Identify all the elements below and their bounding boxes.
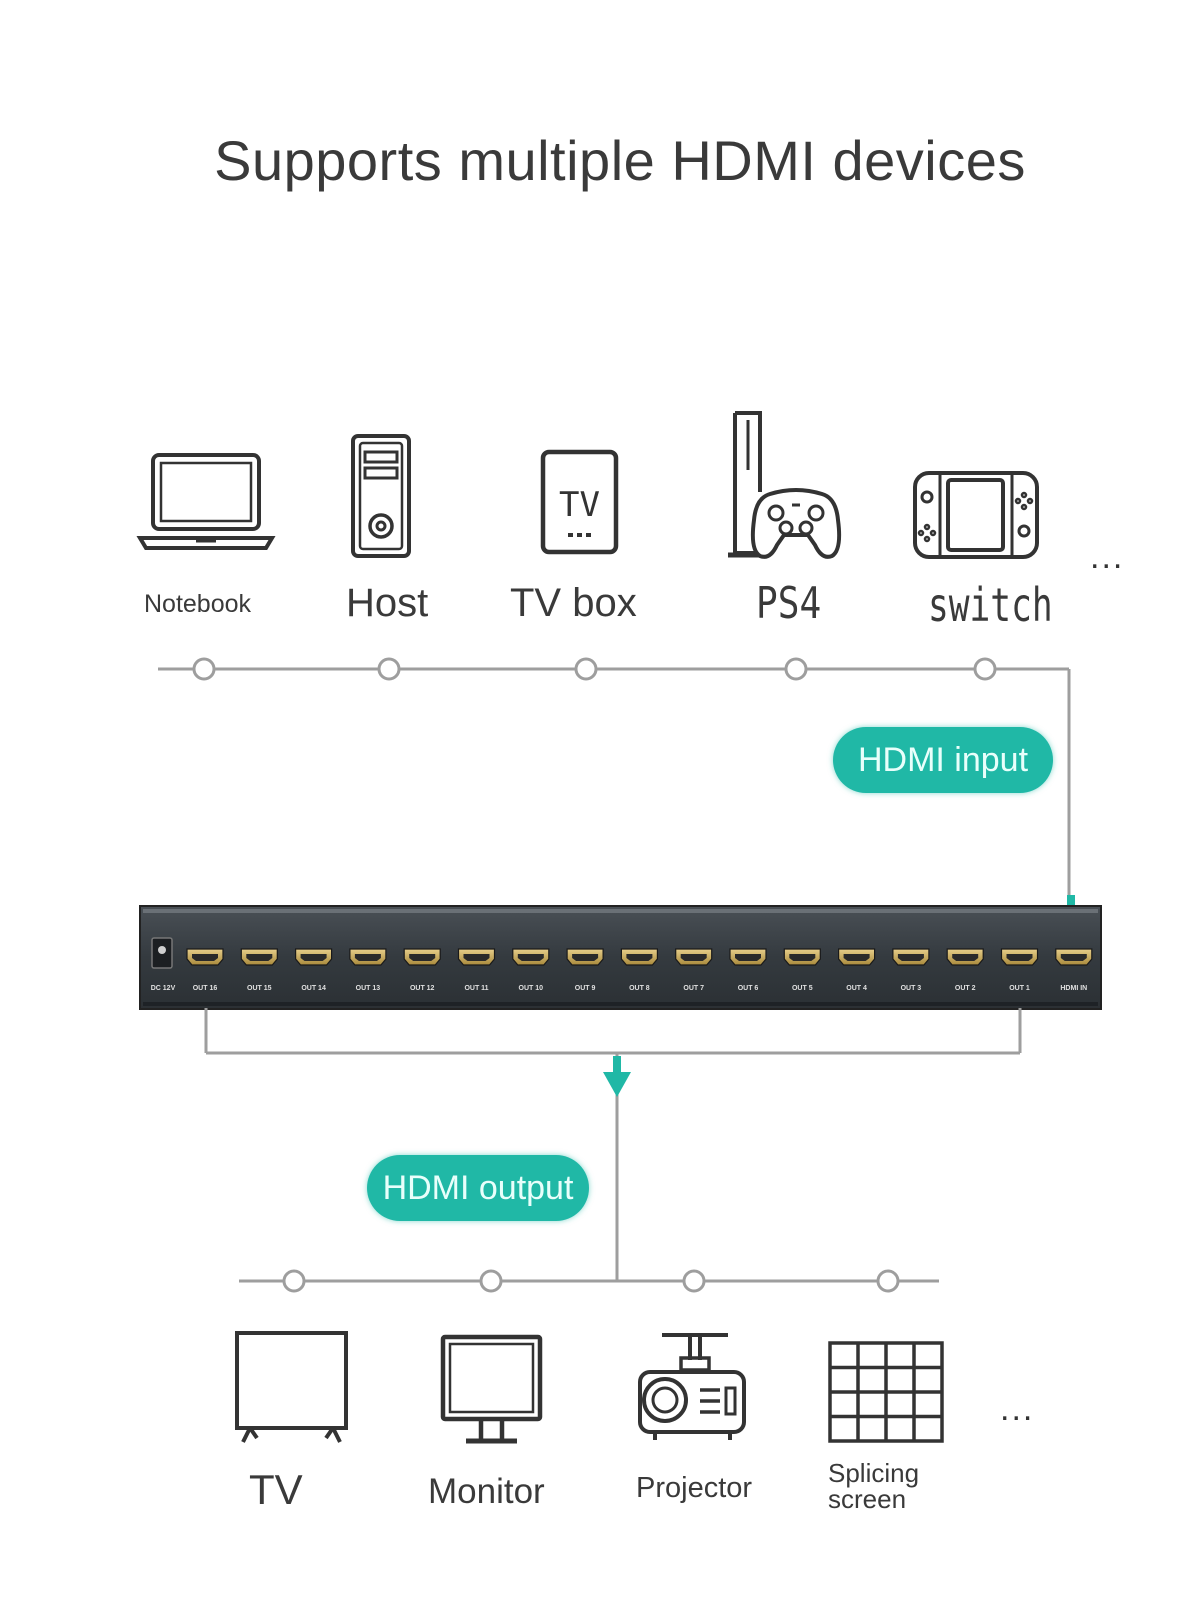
hdmi-port-label: OUT 14 — [301, 985, 326, 992]
video-wall-icon — [828, 1341, 944, 1443]
hdmi-output-pill: HDMI output — [367, 1155, 589, 1221]
hdmi-port — [349, 948, 387, 966]
hdmi-port — [512, 948, 550, 966]
more-inputs-indicator: ... — [1090, 538, 1125, 576]
device-label-tv-box: TV box — [510, 581, 637, 625]
input-node — [192, 657, 216, 681]
device-label-ps4: PS4 — [756, 578, 822, 629]
hdmi-port — [946, 948, 984, 966]
hdmi-port-label: OUT 13 — [356, 985, 381, 992]
page-title: Supports multiple HDMI devices — [214, 129, 1026, 192]
tv-box-icon: TV — [540, 449, 619, 555]
input-node — [377, 657, 401, 681]
hdmi-port-label: HDMI IN — [1060, 985, 1087, 992]
laptop-icon — [136, 453, 276, 550]
hdmi-port — [295, 948, 333, 966]
input-node — [574, 657, 598, 681]
more-outputs-indicator: ... — [1000, 1390, 1035, 1428]
handheld-console-icon — [913, 471, 1039, 559]
hdmi-port — [620, 948, 658, 966]
hdmi-port — [186, 948, 224, 966]
hdmi-port-label: OUT 8 — [629, 985, 650, 992]
svg-text:TV: TV — [559, 485, 600, 525]
hdmi-port-label: OUT 4 — [846, 985, 867, 992]
hdmi-port-label: OUT 1 — [1009, 985, 1030, 992]
hdmi-port-label: OUT 11 — [464, 985, 488, 992]
device-label-switch: switch — [928, 578, 1053, 632]
hdmi-port-label: OUT 10 — [519, 985, 544, 992]
device-label-projector: Projector — [636, 1472, 753, 1504]
input-node — [973, 657, 997, 681]
output-bus-line — [204, 1008, 1022, 1283]
device-label-monitor: Monitor — [428, 1472, 545, 1511]
hdmi-port — [1055, 948, 1093, 966]
hdmi-splitter-device: DC 12V OUT 16 OUT 15 OUT 14 OUT 13 OUT 12 OUT … — [139, 905, 1102, 1010]
device-label-tv: TV — [249, 1466, 303, 1513]
output-node — [282, 1269, 306, 1293]
hdmi-input-pill: HDMI input — [833, 727, 1053, 793]
input-node — [784, 657, 808, 681]
input-bus-line — [158, 667, 1071, 905]
hdmi-port-label: OUT 3 — [901, 985, 922, 992]
output-connector-nodes — [282, 1269, 900, 1293]
hdmi-port — [1000, 948, 1039, 966]
output-node — [479, 1269, 503, 1293]
hdmi-port — [729, 948, 767, 966]
output-arrow-icon — [603, 1056, 631, 1097]
output-node — [682, 1269, 706, 1293]
hdmi-port-label: OUT 12 — [410, 985, 435, 992]
hdmi-port-label: OUT 2 — [955, 985, 976, 992]
input-connector-nodes — [192, 657, 997, 681]
hdmi-port — [838, 948, 876, 966]
tv-icon — [235, 1331, 348, 1443]
hdmi-port-label: OUT 9 — [575, 985, 596, 992]
hdmi-port — [457, 948, 496, 966]
console-controller-icon — [728, 411, 842, 559]
hdmi-port-label: OUT 5 — [792, 985, 813, 992]
power-jack-icon — [151, 937, 173, 969]
hdmi-port-group: DC 12V OUT 16 OUT 15 OUT 14 OUT 13 OUT 12 OUT … — [151, 948, 1093, 992]
hdmi-port — [403, 948, 441, 966]
power-port-label: DC 12V — [151, 985, 176, 992]
hdmi-port-label: OUT 15 — [247, 985, 272, 992]
hdmi-port-label: OUT 6 — [738, 985, 759, 992]
hdmi-port — [240, 948, 278, 966]
device-label-notebook: Notebook — [144, 590, 252, 618]
projector-icon — [638, 1333, 746, 1440]
hdmi-port-label: OUT 7 — [683, 985, 704, 992]
device-label-splicing-screen: Splicing screen — [828, 1458, 920, 1514]
pc-tower-icon — [351, 434, 411, 558]
hdmi-port — [566, 948, 604, 966]
monitor-icon — [440, 1334, 543, 1444]
device-label-host: Host — [346, 581, 429, 625]
hdmi-port — [892, 948, 930, 966]
hdmi-port — [675, 948, 713, 966]
hdmi-port-label: OUT 16 — [193, 985, 218, 992]
hdmi-port — [783, 948, 821, 966]
output-node — [876, 1269, 900, 1293]
